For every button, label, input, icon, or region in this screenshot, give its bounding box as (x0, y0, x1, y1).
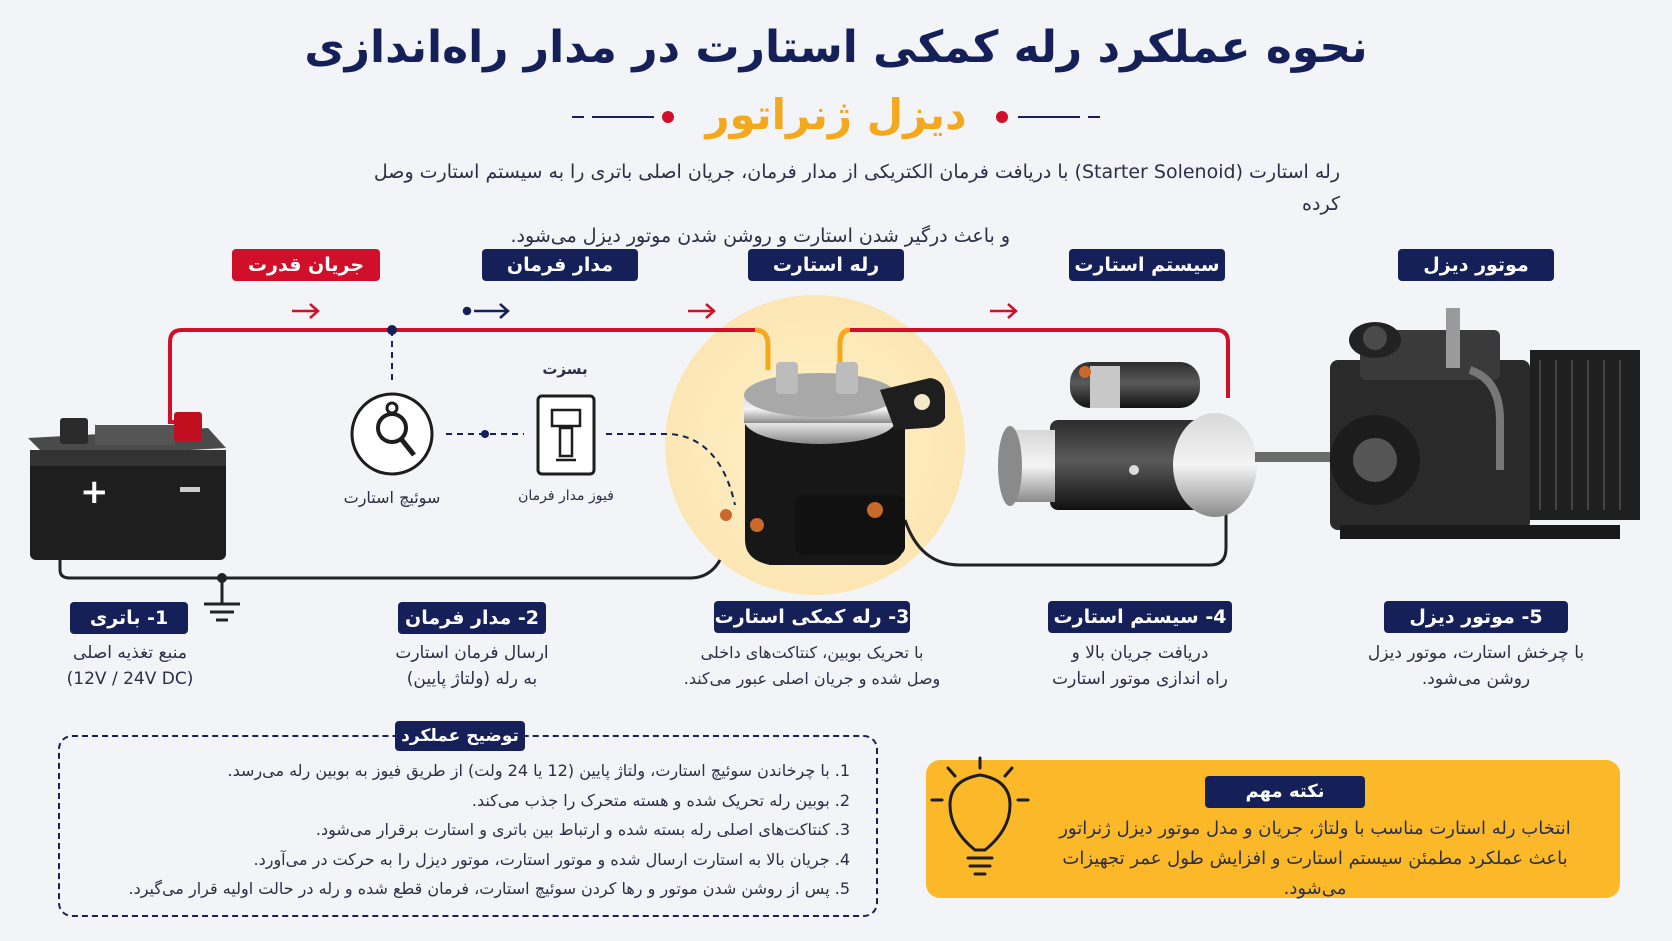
page-title: نحوه عملکرد رله کمکی استارت در مدار راه‌… (304, 22, 1368, 73)
explanation-step: 1. با چرخاندن سوئیچ استارت، ولتاژ پایین … (227, 761, 850, 780)
component-badge-relay: 3- رله کمکی استارت (714, 601, 910, 633)
ignition-switch-icon (350, 392, 434, 476)
explanation-step: 4. جریان بالا به استارت ارسال شده و موتو… (253, 849, 850, 869)
explanation-step: 3. کنتاکت‌های اصلی رله بسته شده و ارتباط… (315, 820, 850, 839)
relay-output-lead (837, 327, 851, 370)
label-starter-system: سیستم استارت (1069, 249, 1225, 281)
return-wire-starter (903, 505, 1228, 567)
power-wire-battery-relay (168, 328, 755, 424)
note-text: انتخاب رله استارت مناسب با ولتاژ، جریان … (1059, 818, 1571, 899)
page-subtitle: دیزل ژنراتور (705, 90, 967, 139)
explanation-step: 5. پس از روشن شدن موتور و رها کردن سوئیچ… (128, 879, 850, 898)
intro-text: رله استارت (Starter Solenoid) با دریافت … (330, 156, 1340, 252)
control-wire-fuse-relay (606, 433, 736, 506)
fuse-label: فیوز مدار فرمان (518, 488, 614, 504)
svg-text:+: + (80, 472, 109, 512)
starter-motor-icon (998, 362, 1257, 517)
diesel-engine-icon (1330, 308, 1640, 539)
battery-icon: + (28, 412, 226, 560)
label-power-current: جریان قدرت (232, 249, 380, 281)
label-diesel-engine: موتور دیزل (1398, 249, 1554, 281)
flow-arrow-icon (292, 303, 1018, 319)
component-desc-starter: دریافت جریان بالا و راه اندازی موتور است… (1052, 643, 1228, 689)
component-badge-battery: 1- باتری (70, 602, 188, 634)
relay-input-lead (754, 327, 771, 370)
component-desc-relay: با تحریک بوبین، کنتاکت‌های داخلی وصل شده… (683, 643, 941, 688)
explanation-steps: 1. با چرخاندن سوئیچ استارت، ولتاژ پایین … (80, 756, 850, 904)
component-badge-starter: 4- سیستم استارت (1048, 601, 1232, 633)
intro-line-2: و باعث درگیر شدن استارت و روشن شدن موتور… (510, 225, 1010, 247)
explanation-title: توضیح عملکرد (395, 721, 525, 751)
label-starter-relay: رله استارت (748, 249, 904, 281)
intro-line-1: رله استارت (Starter Solenoid) با دریافت … (373, 161, 1340, 215)
label-control-circuit: مدار فرمان (482, 249, 638, 281)
starter-relay-icon (720, 362, 945, 565)
title-decoration-left (572, 108, 682, 126)
power-wire-relay-starter (850, 328, 1230, 398)
component-badge-engine: 5- موتور دیزل (1384, 601, 1568, 633)
fuse-top-label: بسزت (542, 360, 588, 378)
ground-wire-battery (58, 543, 722, 580)
control-arrow-icon (462, 303, 510, 319)
fuse-icon (536, 394, 596, 476)
ignition-switch-label: سوئیچ استارت (343, 488, 441, 507)
note-title: نکته مهم (1205, 776, 1365, 808)
component-badge-control: 2- مدار فرمان (398, 602, 546, 634)
component-desc-control: ارسال فرمان استارت به رله (ولتاژ پایین) (395, 643, 549, 689)
component-desc-engine: با چرخش استارت، موتور دیزل روشن می‌شود. (1367, 643, 1585, 689)
component-desc-battery: منبع تغذیه اصلی (12V / 24V DC) (66, 643, 194, 689)
explanation-step: 2. بوبین رله تحریک شده و هسته متحرک را ج… (471, 790, 850, 810)
title-decoration-right (993, 108, 1103, 126)
